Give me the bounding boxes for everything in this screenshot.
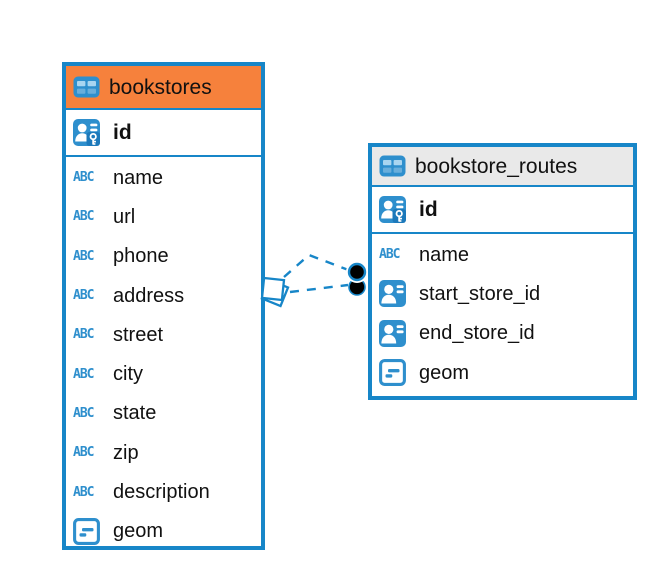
column-name: name [419, 243, 470, 266]
column-row-id[interactable]: id [372, 187, 633, 234]
relation-target-dots[interactable] [346, 261, 368, 296]
column-row-start_store_id[interactable]: start_store_id [372, 274, 633, 313]
table-icon [73, 76, 100, 98]
column-name: geom [113, 520, 164, 543]
text-type-icon: ABC [73, 484, 95, 500]
column-name: start_store_id [419, 282, 541, 305]
column-row-city[interactable]: ABC city [66, 354, 261, 393]
table-header-bookstore-routes[interactable]: bookstore_routes [372, 147, 633, 187]
table-header-bookstores[interactable]: bookstores [66, 66, 261, 110]
column-row-name[interactable]: ABC name [372, 235, 633, 274]
column-name: url [113, 205, 136, 228]
column-name: id [419, 198, 438, 221]
column-name: geom [419, 361, 470, 384]
column-row-url[interactable]: ABC url [66, 197, 261, 236]
column-name: street [113, 323, 164, 346]
column-row-street[interactable]: ABC street [66, 315, 261, 354]
foreign-key-type-icon [379, 319, 410, 347]
relation-line-2[interactable] [289, 283, 349, 294]
column-name: address [113, 284, 185, 307]
text-type-icon: ABC [73, 366, 95, 382]
table-icon [379, 155, 406, 177]
text-type-icon: ABC [73, 288, 95, 304]
column-name: city [113, 363, 143, 386]
geometry-type-icon [73, 517, 104, 545]
text-type-icon: ABC [73, 170, 95, 186]
column-name: end_store_id [419, 322, 535, 345]
table-title: bookstores [109, 75, 212, 99]
text-type-icon: ABC [73, 248, 95, 264]
text-type-icon: ABC [379, 247, 401, 263]
foreign-key-type-icon [379, 280, 410, 308]
column-row-id[interactable]: id [66, 110, 261, 157]
primary-key-icon [73, 119, 104, 146]
column-name: phone [113, 245, 169, 268]
column-row-description[interactable]: ABC description [66, 472, 261, 511]
column-row-end_store_id[interactable]: end_store_id [372, 314, 633, 353]
relation-source-marker[interactable] [260, 276, 290, 308]
column-row-zip[interactable]: ABC zip [66, 433, 261, 472]
text-type-icon: ABC [73, 445, 95, 461]
column-row-phone[interactable]: ABC phone [66, 237, 261, 276]
table-card-bookstore-routes[interactable]: bookstore_routes id ABC name start_store_i… [368, 143, 637, 400]
column-name: description [113, 481, 210, 504]
column-name: name [113, 166, 164, 189]
column-name: id [113, 121, 132, 144]
column-row-address[interactable]: ABC address [66, 276, 261, 315]
primary-key-icon [379, 196, 410, 223]
geometry-type-icon [379, 359, 410, 386]
column-row-geom[interactable]: geom [66, 512, 261, 551]
text-type-icon: ABC [73, 405, 95, 421]
text-type-icon: ABC [73, 209, 95, 225]
text-type-icon: ABC [73, 327, 95, 343]
column-row-state[interactable]: ABC state [66, 394, 261, 433]
column-name: state [113, 402, 157, 425]
table-title: bookstore_routes [415, 154, 578, 178]
column-row-name[interactable]: ABC name [66, 158, 261, 197]
relation-line-1[interactable] [283, 253, 352, 278]
column-row-geom[interactable]: geom [372, 353, 633, 392]
column-name: zip [113, 441, 139, 464]
